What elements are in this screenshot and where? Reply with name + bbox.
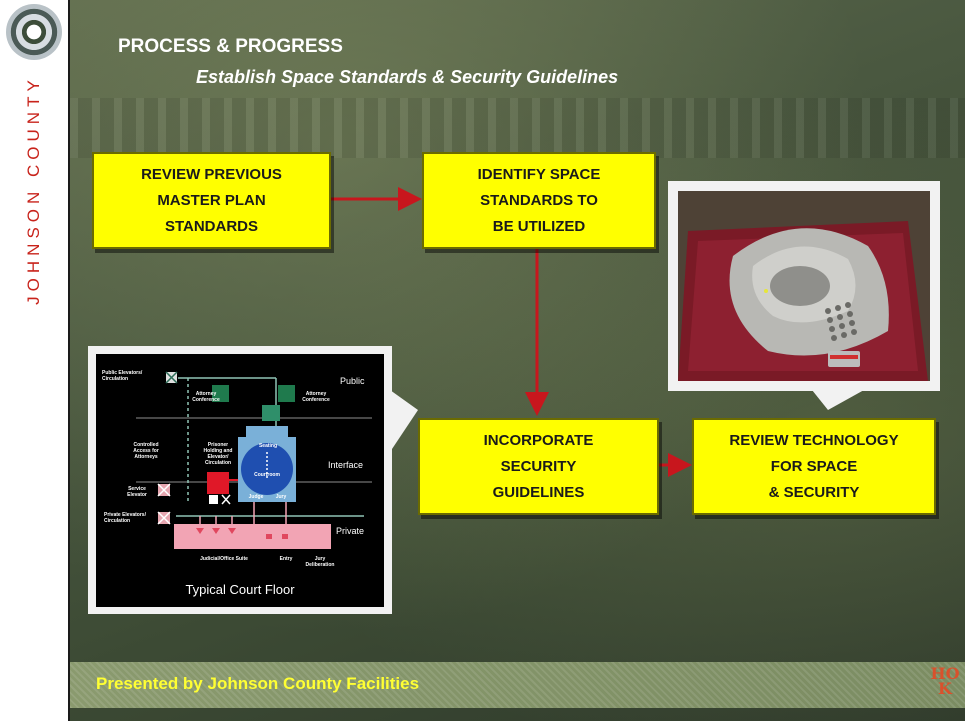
flow-box-incorporate-security: INCORPORATE SECURITY GUIDELINES [418,418,659,515]
bookshelf-texture [70,98,965,158]
conference-speakerphone-photo [678,191,930,381]
label-public-elevators: Public Elevators/ Circulation [102,370,143,382]
label-judge: Judge [248,494,264,500]
court-callout-pointer [390,390,418,452]
label-seating: Seating [258,443,278,449]
zone-private: Private [336,526,365,536]
flow-box-review-technology: REVIEW TECHNOLOGY FOR SPACE & SECURITY [692,418,936,515]
court-diagram-caption: Typical Court Floor [185,582,295,597]
label-courtroom: Courtroom [254,472,280,478]
label-controlled-access: Controlled Access for Attorneys [133,442,159,460]
flow-box-review-standards: REVIEW PREVIOUS MASTER PLAN STANDARDS [92,152,331,249]
flow-box-review-standards-label: REVIEW PREVIOUS MASTER PLAN STANDARDS [141,165,282,235]
label-private-elevators: Private Elevators/ Circulation [104,512,146,524]
flow-box-incorporate-security-label: INCORPORATE SECURITY GUIDELINES [483,431,594,501]
zone-interface: Interface [328,460,364,470]
zone-public: Public [340,376,365,386]
label-entry: Entry [279,556,293,562]
court-floor-drawing [136,371,372,549]
photo-callout-pointer [812,390,864,410]
label-jury: Jury [275,494,287,500]
label-attorney-conference-left: Attorney Conference [192,391,220,403]
slide-title: PROCESS & PROGRESS [118,36,343,57]
label-jury-deliberation: Jury Deliberation [305,556,335,568]
footer-text: Presented by Johnson County Facilities [96,674,420,693]
label-judicial-suite: Judicial/Office Suite [200,556,248,562]
label-service-elevator: Service Elevator [127,486,147,498]
label-attorney-conference-right: Attorney Conference [302,391,330,403]
conference-speakerphone-icon [678,191,930,381]
sidebar: JOHNSON COUNTY [0,0,70,721]
label-prisoner-holding: Prisoner Holding and Elevator/ Circulati… [203,442,233,466]
footer-band [70,662,965,708]
slide-subtitle: Establish Space Standards & Security Gui… [196,67,619,87]
flow-box-identify-standards-label: IDENTIFY SPACE STANDARDS TO BE UTILIZED [477,165,601,235]
flow-box-identify-standards: IDENTIFY SPACE STANDARDS TO BE UTILIZED [422,152,656,249]
court-floor-diagram: Public Elevators/ Circulation Attorney C… [96,354,384,607]
county-seal-icon [6,4,62,60]
flow-box-review-technology-label: REVIEW TECHNOLOGY FOR SPACE & SECURITY [729,431,899,501]
